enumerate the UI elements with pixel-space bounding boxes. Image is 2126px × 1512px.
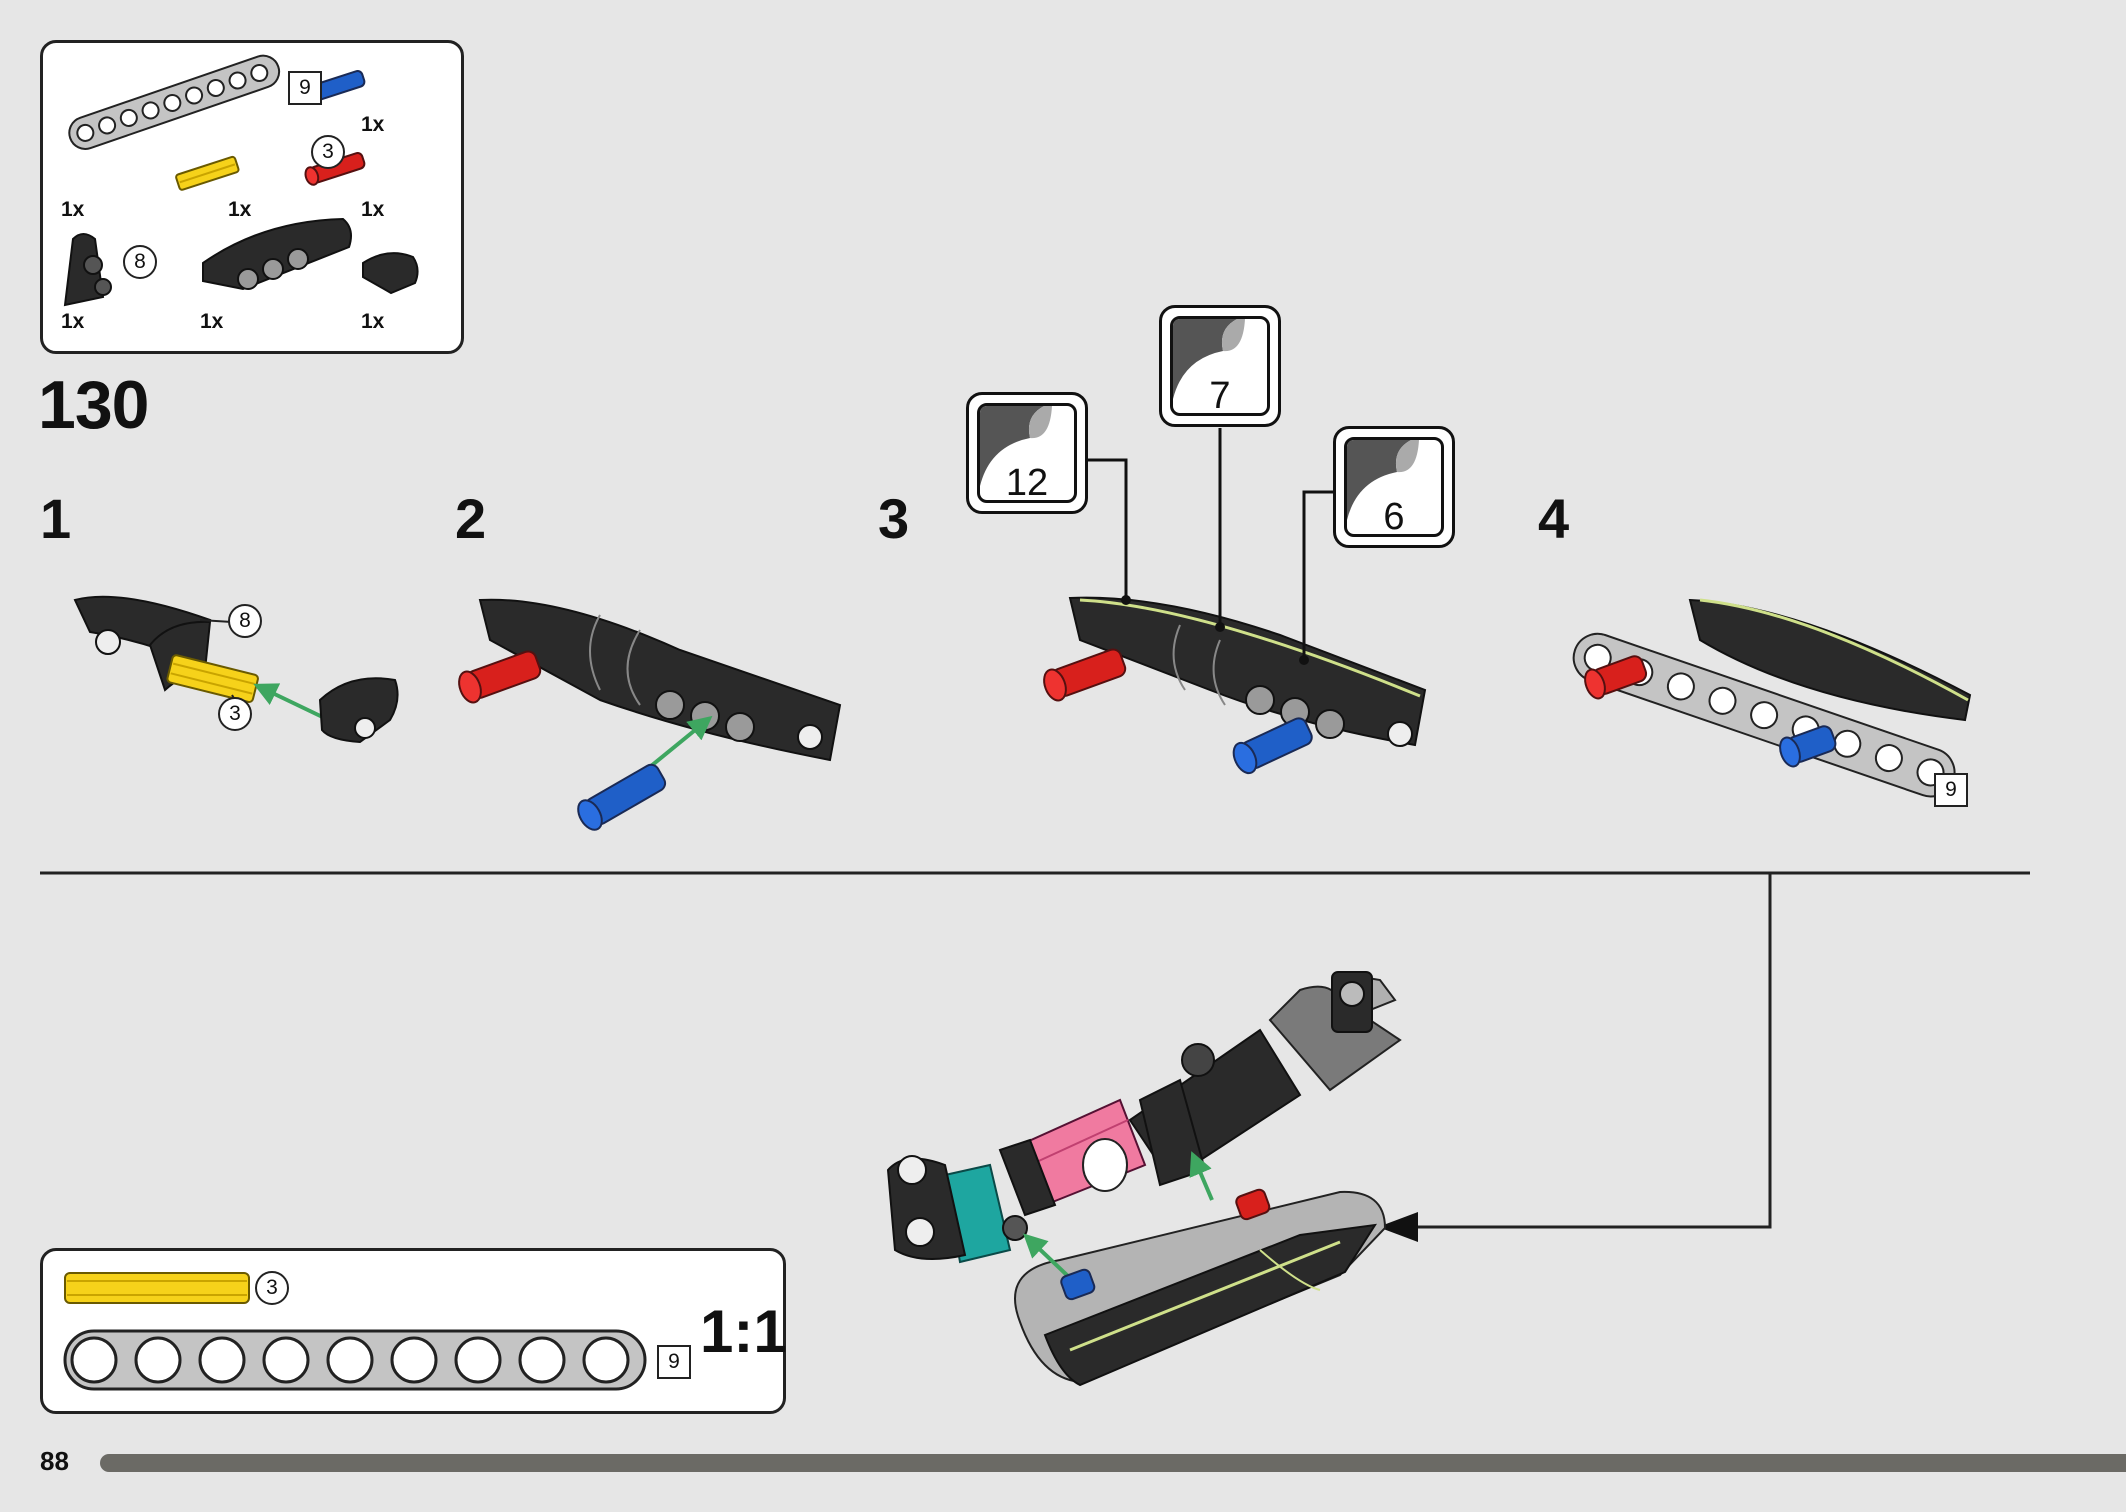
scale-box: 3 9 1:1: [40, 1248, 787, 1414]
beam-hole: [326, 1336, 374, 1384]
qty-black-curved-panel: 1x: [200, 310, 224, 333]
scale-parts: [63, 1272, 647, 1391]
sticker-7-number: 7: [1209, 375, 1231, 417]
connection-arrowhead: [1378, 1212, 1418, 1242]
ref-black-connector: 8: [123, 245, 157, 279]
substep-1-number: 1: [40, 487, 72, 550]
beam-hole: [518, 1336, 566, 1384]
scale-beam-ref: 9: [657, 1345, 691, 1379]
black-connector-part: [63, 233, 112, 307]
substep-1-illustration: [73, 595, 399, 744]
beam-hole: [198, 1336, 246, 1384]
sticker-7: 7: [1159, 305, 1281, 427]
beam-hole: [582, 1336, 630, 1384]
substep-1-callout-connector: 8: [228, 604, 262, 638]
scale-axle-ref: 3: [255, 1271, 289, 1305]
substep-4-illustration: [1572, 598, 1972, 798]
qty-blue-pin: 1x: [361, 113, 385, 136]
beam-hole: [70, 1336, 118, 1384]
yellow-axle-part: [175, 155, 240, 191]
substep-1-callout-axle: 3: [218, 697, 252, 731]
qty-black-connector: 1x: [61, 310, 85, 333]
substep-3-illustration: [1043, 428, 1427, 775]
substep-4-callout-beam: 9: [1934, 773, 1968, 807]
step-number: 130: [38, 367, 149, 443]
gray-liftarm-part: [68, 54, 281, 150]
qty-black-small-panel: 1x: [361, 310, 385, 333]
qty-yellow-axle: 1x: [228, 198, 252, 221]
ref-gray-liftarm: 9: [288, 71, 322, 105]
sticker-6-number: 6: [1383, 496, 1405, 538]
qty-gray-liftarm: 1x: [61, 198, 85, 221]
page-number: 88: [40, 1446, 69, 1476]
progress-bar: [100, 1454, 2126, 1472]
scale-ratio: 1:1: [700, 1298, 787, 1365]
sticker-6: 6: [1333, 426, 1455, 548]
scale-yellow-axle: [64, 1272, 250, 1304]
main-assembly-illustration: [886, 971, 1402, 1387]
ref-yellow-axle: 3: [311, 135, 345, 169]
beam-hole: [134, 1336, 182, 1384]
beam-hole: [454, 1336, 502, 1384]
beam-hole: [390, 1336, 438, 1384]
parts-list-illustration: [63, 54, 419, 307]
black-curved-panel-part: [202, 217, 352, 291]
red-pin-part: [304, 152, 366, 186]
sticker-12-number: 12: [1005, 462, 1049, 504]
substep-2-number: 2: [455, 487, 487, 550]
beam-hole: [262, 1336, 310, 1384]
sticker-12: 12: [966, 392, 1088, 514]
substep-2-illustration: [458, 598, 842, 831]
qty-red-pin: 1x: [361, 198, 385, 221]
connection-line: [1408, 873, 1772, 1229]
black-small-panel-part: [362, 252, 419, 295]
substep-4-number: 4: [1538, 487, 1570, 550]
parts-list-panel: 1x 9 1x 1x 3 1x 1x 8 1x 1x: [40, 40, 464, 354]
substep-3-number: 3: [878, 487, 910, 550]
